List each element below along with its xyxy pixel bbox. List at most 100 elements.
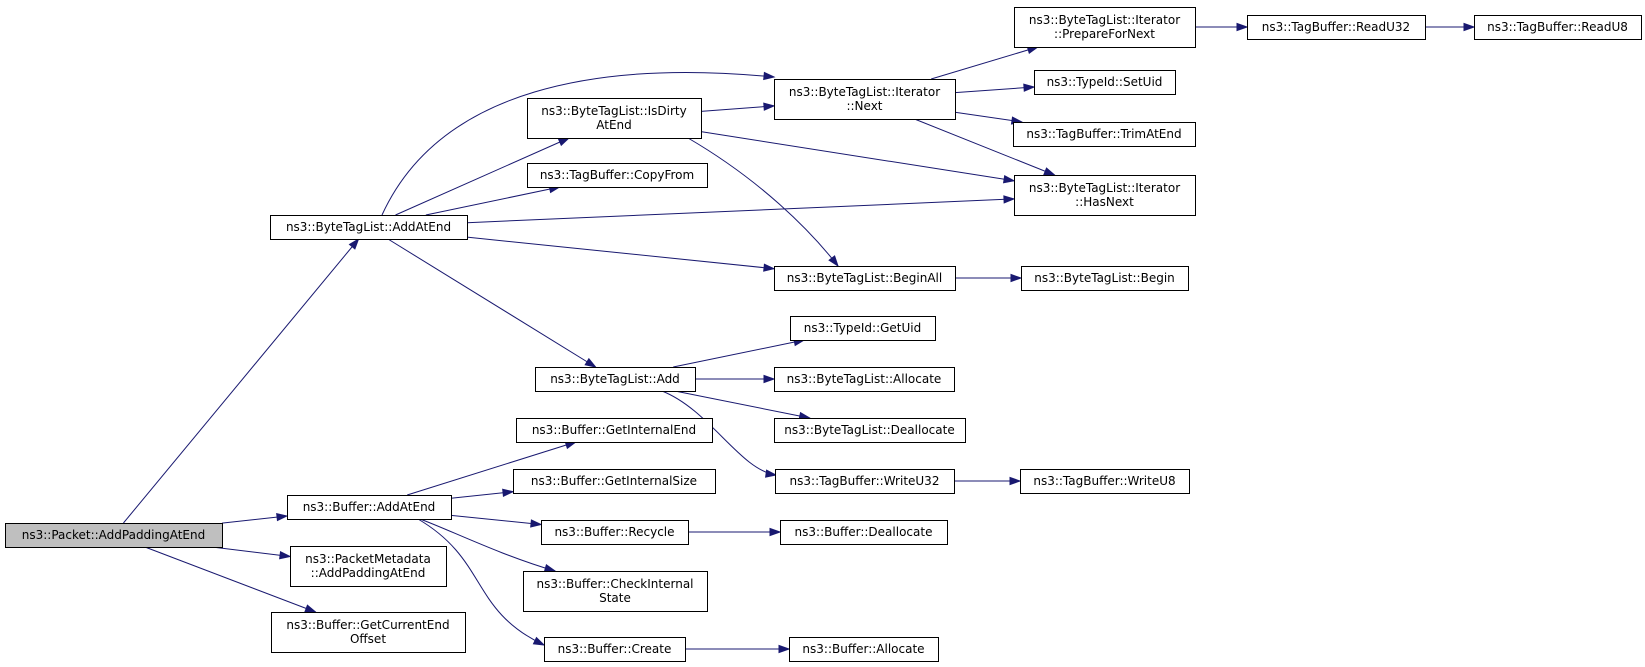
- node-box[interactable]: [1474, 15, 1642, 40]
- node-box[interactable]: [1014, 7, 1196, 48]
- node-box[interactable]: [271, 612, 466, 653]
- edge-line: [700, 131, 1015, 182]
- edge-buf_addatend-to-buf_getinternalsize: [450, 488, 515, 499]
- edge-line: [123, 238, 359, 524]
- node-box[interactable]: [1034, 70, 1176, 95]
- edge-btl_addatend-to-btl_beginall: [466, 236, 776, 272]
- node-btl_addatend[interactable]: ns3::ByteTagList::AddAtEnd: [270, 215, 468, 240]
- node-box[interactable]: [774, 266, 956, 291]
- node-packet_addpadding[interactable]: ns3::Packet::AddPaddingAtEnd: [5, 523, 223, 548]
- node-box[interactable]: [5, 523, 223, 548]
- node-box[interactable]: [774, 418, 966, 443]
- edge-line: [419, 518, 556, 572]
- nodes-layer: ns3::Packet::AddPaddingAtEnd ns3::ByteTag…: [5, 7, 1642, 662]
- node-buf_deallocate[interactable]: ns3::Buffer::Deallocate: [780, 520, 948, 545]
- node-box[interactable]: [287, 495, 452, 520]
- node-box[interactable]: [523, 571, 708, 612]
- node-box[interactable]: [527, 98, 702, 139]
- node-pm_addpadding[interactable]: ns3::PacketMetadata::AddPaddingAtEnd: [290, 546, 447, 587]
- node-tb_writeu32[interactable]: ns3::TagBuffer::WriteU32: [775, 469, 955, 494]
- node-box[interactable]: [775, 469, 955, 494]
- node-box[interactable]: [789, 637, 939, 662]
- edge-line: [407, 441, 576, 496]
- node-btli_hasnext[interactable]: ns3::ByteTagList::Iterator::HasNext: [1014, 175, 1196, 216]
- node-typeid_getuid[interactable]: ns3::TypeId::GetUid: [790, 316, 936, 341]
- node-label: ns3::TagBuffer::CopyFrom: [540, 168, 694, 182]
- edge-buf_addatend-to-buf_create: [417, 518, 546, 646]
- node-label: ns3::Buffer::AddAtEnd: [303, 500, 436, 514]
- node-tb_readu8[interactable]: ns3::TagBuffer::ReadU8: [1474, 15, 1642, 40]
- edge-line: [425, 186, 560, 216]
- node-box[interactable]: [1014, 175, 1196, 216]
- arrowhead: [279, 551, 292, 560]
- arrowhead: [763, 102, 776, 111]
- arrowhead: [532, 636, 546, 646]
- node-box[interactable]: [774, 79, 956, 120]
- node-box[interactable]: [1013, 122, 1196, 147]
- node-buf_getinternalend[interactable]: ns3::Buffer::GetInternalEnd: [516, 418, 713, 443]
- arrowhead: [828, 255, 839, 268]
- node-btli_next[interactable]: ns3::ByteTagList::Iterator::Next: [774, 79, 956, 120]
- node-box[interactable]: [544, 637, 686, 662]
- node-tb_readu32[interactable]: ns3::TagBuffer::ReadU32: [1247, 15, 1426, 40]
- node-box[interactable]: [270, 215, 468, 240]
- node-box[interactable]: [1247, 15, 1426, 40]
- node-btl_add[interactable]: ns3::ByteTagList::Add: [535, 367, 696, 392]
- edge-line: [661, 390, 777, 476]
- node-label: ns3::Buffer::Deallocate: [795, 525, 933, 539]
- node-box[interactable]: [1021, 266, 1189, 291]
- edge-line: [211, 546, 291, 557]
- arrowhead: [1043, 167, 1056, 176]
- node-label: ns3::PacketMetadata: [305, 552, 431, 566]
- node-buf_allocate[interactable]: ns3::Buffer::Allocate: [789, 637, 939, 662]
- node-tb_trimatend[interactable]: ns3::TagBuffer::TrimAtEnd: [1013, 122, 1196, 147]
- node-label: ns3::ByteTagList::Iterator: [789, 85, 940, 99]
- node-label: ns3::TagBuffer::WriteU32: [790, 474, 940, 488]
- edge-line: [674, 390, 810, 419]
- node-box[interactable]: [790, 316, 936, 341]
- node-btl_deallocate[interactable]: ns3::ByteTagList::Deallocate: [774, 418, 966, 443]
- node-box[interactable]: [541, 520, 689, 545]
- arrowhead: [276, 512, 289, 522]
- edge-btl_addatend-to-btl_add: [387, 238, 597, 368]
- edge-buf_create-to-buf_allocate: [685, 644, 791, 654]
- edge-line: [687, 137, 839, 267]
- node-buf_recycle[interactable]: ns3::Buffer::Recycle: [541, 520, 689, 545]
- node-label: ns3::Packet::AddPaddingAtEnd: [22, 528, 206, 542]
- edge-buf_addatend-to-buf_recycle: [450, 514, 543, 528]
- edge-btli_next-to-btli_hasnext: [914, 118, 1056, 176]
- node-box[interactable]: [527, 163, 708, 188]
- edge-line: [954, 111, 1022, 123]
- node-btl_begin[interactable]: ns3::ByteTagList::Begin: [1021, 266, 1189, 291]
- node-box[interactable]: [513, 469, 716, 494]
- node-tb_writeu8[interactable]: ns3::TagBuffer::WriteU8: [1020, 469, 1190, 494]
- node-box[interactable]: [290, 546, 447, 587]
- arrowhead: [1236, 22, 1249, 32]
- node-buf_getinternalsize[interactable]: ns3::Buffer::GetInternalSize: [513, 469, 716, 494]
- node-tb_copyfrom[interactable]: ns3::TagBuffer::CopyFrom: [527, 163, 708, 188]
- edge-tb_writeu32-to-tb_writeu8: [954, 476, 1022, 486]
- arrowhead: [765, 469, 778, 478]
- edge-btl_isdirty-to-btli_next: [700, 102, 776, 112]
- node-btl_beginall[interactable]: ns3::ByteTagList::BeginAll: [774, 266, 956, 291]
- edge-btli_next-to-typeid_setuid: [954, 83, 1036, 94]
- node-btli_preparefornext[interactable]: ns3::ByteTagList::Iterator::PrepareForNe…: [1014, 7, 1196, 48]
- node-box[interactable]: [774, 367, 955, 392]
- node-box[interactable]: [535, 367, 696, 392]
- node-label: ::HasNext: [1075, 195, 1134, 209]
- node-box[interactable]: [516, 418, 713, 443]
- node-box[interactable]: [780, 520, 948, 545]
- node-label: ns3::ByteTagList::BeginAll: [787, 271, 942, 285]
- node-buf_create[interactable]: ns3::Buffer::Create: [544, 637, 686, 662]
- node-btl_allocate[interactable]: ns3::ByteTagList::Allocate: [774, 367, 955, 392]
- node-box[interactable]: [1020, 469, 1190, 494]
- edge-line: [466, 236, 775, 270]
- arrowhead: [1009, 476, 1022, 486]
- node-label: ns3::ByteTagList::Begin: [1034, 271, 1175, 285]
- arrowhead: [763, 374, 776, 384]
- node-typeid_setuid[interactable]: ns3::TypeId::SetUid: [1034, 70, 1176, 95]
- node-buf_addatend[interactable]: ns3::Buffer::AddAtEnd: [287, 495, 452, 520]
